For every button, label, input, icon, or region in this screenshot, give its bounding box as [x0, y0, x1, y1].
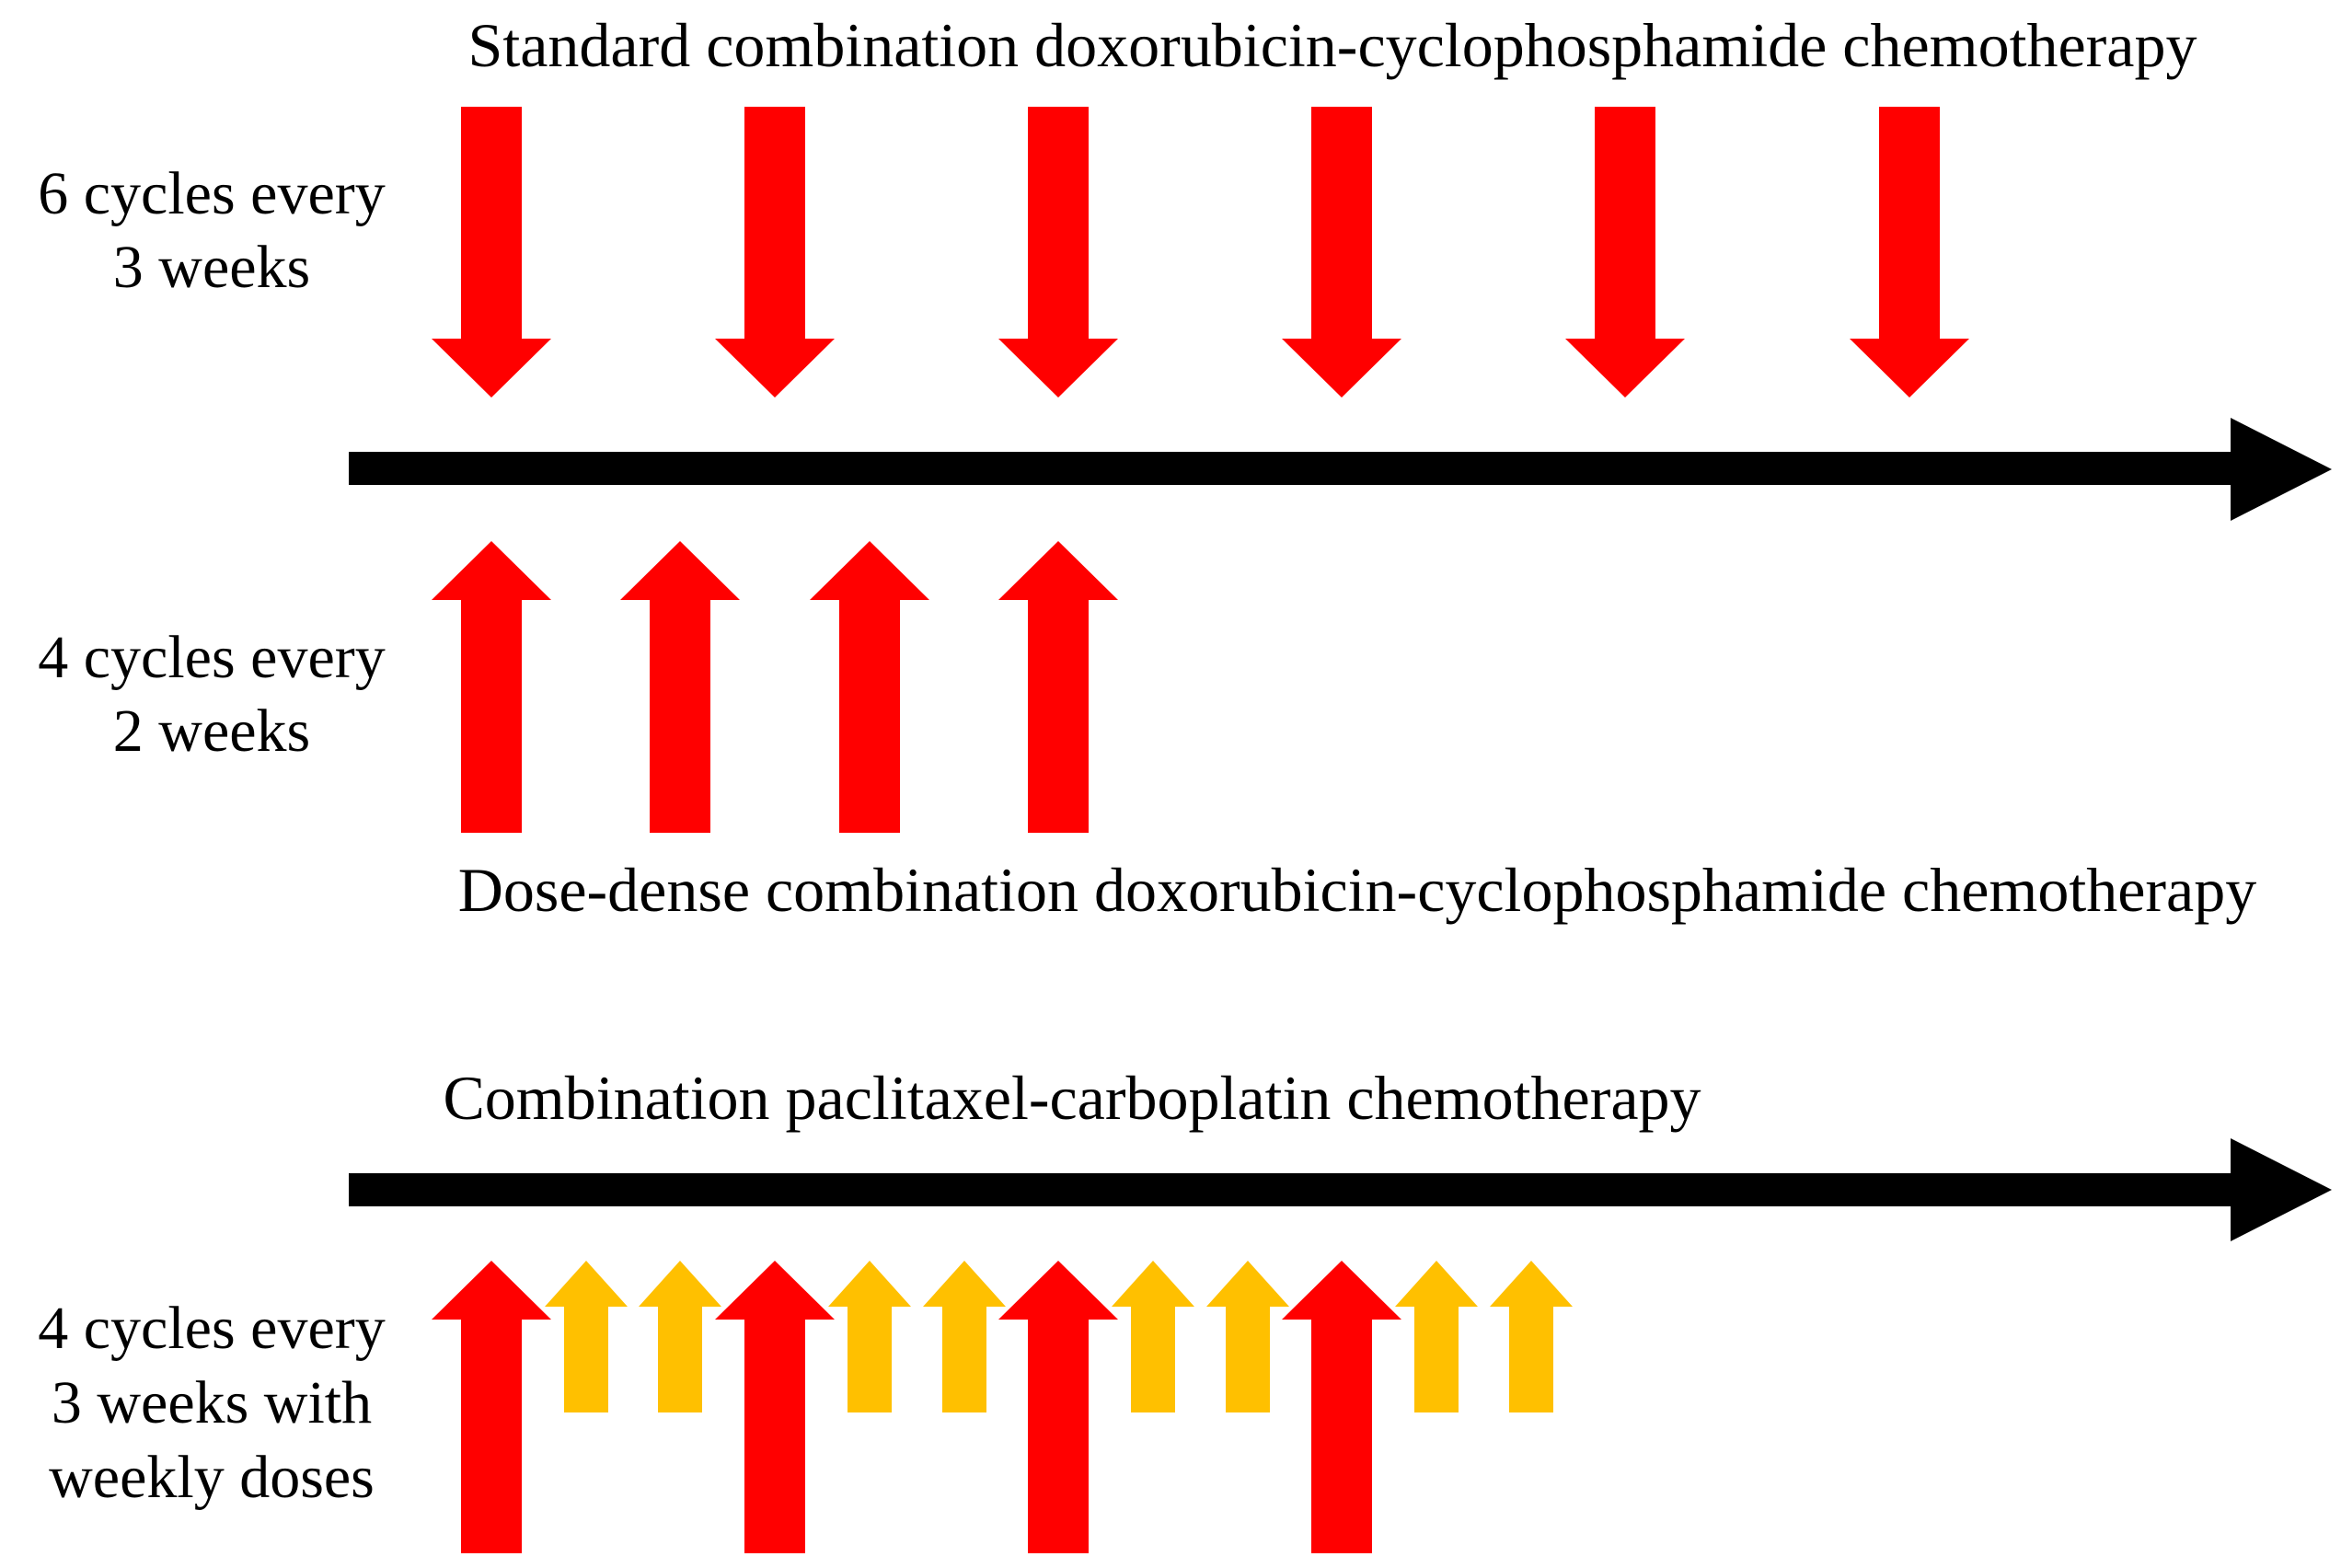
full-dose-arrow-icon	[432, 541, 551, 833]
label-line: 4 cycles every	[38, 1295, 386, 1362]
full-dose-arrow-icon	[1565, 107, 1685, 398]
timeline-arrowhead-icon	[2231, 1138, 2332, 1241]
full-dose-arrow-icon	[715, 107, 835, 398]
full-dose-arrow-icon	[998, 541, 1118, 833]
weekly-dose-arrow-icon	[828, 1261, 911, 1412]
full-dose-arrow-icon	[432, 107, 551, 398]
label-standard-schedule: 6 cycles every 3 weeks	[18, 157, 405, 305]
title-standard-chemo: Standard combination doxorubicin-cycloph…	[467, 10, 2197, 80]
full-dose-arrow-icon	[1850, 107, 1969, 398]
full-dose-arrow-icon	[715, 1261, 835, 1553]
title-paclitaxel-chemo: Combination paclitaxel-carboplatin chemo…	[443, 1063, 1701, 1133]
full-dose-arrow-icon	[1282, 107, 1401, 398]
timeline-arrowhead-icon	[2231, 418, 2332, 521]
label-line: 3 weeks	[112, 234, 311, 301]
label-paclitaxel-schedule: 4 cycles every 3 weeks with weekly doses	[18, 1291, 405, 1515]
weekly-dose-arrow-icon	[923, 1261, 1006, 1412]
dose-arrows-dose-dense	[0, 541, 2341, 833]
full-dose-arrow-icon	[998, 1261, 1118, 1553]
label-dose-dense-schedule: 4 cycles every 2 weeks	[18, 621, 405, 768]
title-dose-dense-chemo: Dose-dense combination doxorubicin-cyclo…	[457, 855, 2257, 925]
label-line: 2 weeks	[112, 698, 311, 765]
weekly-dose-arrow-icon	[639, 1261, 721, 1412]
timeline-bar	[349, 452, 2231, 485]
weekly-dose-arrow-icon	[545, 1261, 628, 1412]
timeline-bar	[349, 1173, 2231, 1206]
weekly-dose-arrow-icon	[1395, 1261, 1478, 1412]
weekly-dose-arrow-icon	[1490, 1261, 1573, 1412]
full-dose-arrow-icon	[810, 541, 929, 833]
weekly-dose-arrow-icon	[1206, 1261, 1289, 1412]
full-dose-arrow-icon	[998, 107, 1118, 398]
full-dose-arrow-icon	[620, 541, 740, 833]
label-line: 4 cycles every	[38, 624, 386, 691]
full-dose-arrow-icon	[432, 1261, 551, 1553]
weekly-dose-arrow-icon	[1112, 1261, 1194, 1412]
dose-arrows-standard	[0, 107, 2341, 398]
label-line: 6 cycles every	[38, 160, 386, 227]
full-dose-arrow-icon	[1282, 1261, 1401, 1553]
dose-arrows-paclitaxel	[0, 1261, 2341, 1553]
label-line: 3 weeks with	[51, 1369, 373, 1436]
label-line: weekly doses	[49, 1444, 375, 1511]
